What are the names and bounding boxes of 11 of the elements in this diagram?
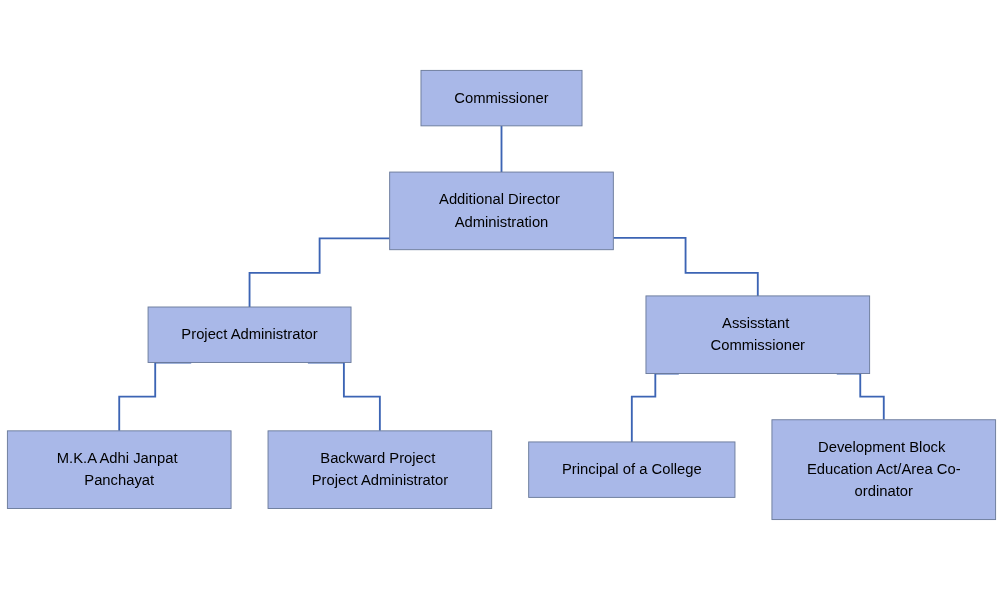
node-box: Project Administrator bbox=[147, 306, 352, 363]
connector bbox=[500, 124, 503, 173]
node-box: Commissioner bbox=[420, 69, 583, 127]
node-box: Additional Director Administration bbox=[389, 171, 614, 251]
node-box: M.K.A Adhi Janpat Panchayat bbox=[6, 430, 232, 509]
node-box: Assisstant Commissioner bbox=[645, 295, 871, 374]
node-box: Principal of a College bbox=[528, 441, 736, 498]
node-box: Backward Project Project Administrator bbox=[267, 430, 493, 509]
node-box: Development Block Education Act/Area Co-ordinator bbox=[771, 419, 997, 521]
connector bbox=[612, 237, 759, 297]
connector bbox=[248, 237, 391, 308]
